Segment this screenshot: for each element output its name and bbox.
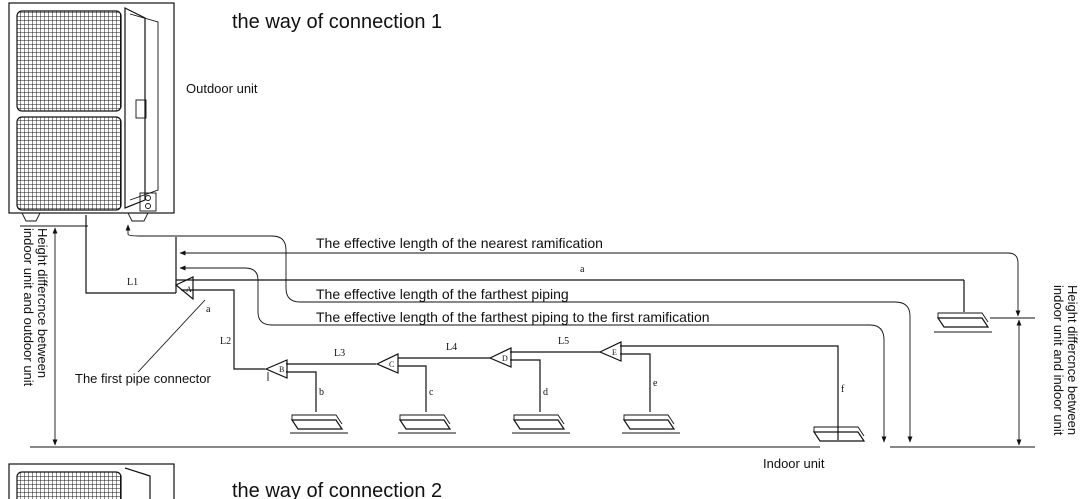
indoor-unit-f bbox=[812, 426, 866, 442]
nearest-ramification-arrow bbox=[179, 250, 1021, 317]
indoor-unit-label: Indoor unit bbox=[763, 456, 825, 471]
pipe-label-l2: L2 bbox=[220, 336, 231, 347]
indoor-unit-d bbox=[512, 414, 570, 434]
svg-text:C: C bbox=[389, 360, 394, 369]
outdoor-unit-2 bbox=[8, 463, 175, 499]
height-outdoor-indoor-label-1: indoor unit and outdoor unit bbox=[21, 228, 36, 387]
pipe-label-b: b bbox=[319, 387, 324, 398]
first-pipe-connector-label: The first pipe connector bbox=[75, 371, 212, 386]
height-indoor-indoor-label-2: Height differcnce between bbox=[1065, 285, 1080, 435]
first-connector-leader bbox=[137, 299, 206, 373]
svg-text:D: D bbox=[502, 354, 508, 363]
indoor-unit-e bbox=[622, 414, 680, 434]
connector-e: E bbox=[598, 341, 622, 362]
connector-d: D bbox=[488, 347, 512, 368]
pipe-label-l5: L5 bbox=[558, 336, 569, 347]
pipe-label-d: d bbox=[543, 387, 548, 398]
svg-text:E: E bbox=[612, 348, 617, 357]
height-indoor-indoor-label-1: indoor unit and indoor unit bbox=[1051, 285, 1066, 436]
connector-c: C bbox=[375, 353, 399, 374]
connector-b: B bbox=[264, 359, 288, 379]
pipe-label-e: e bbox=[653, 378, 658, 389]
farthest-piping-arrow bbox=[125, 224, 913, 443]
height-dimension-left bbox=[20, 225, 820, 448]
outdoor-unit-label: Outdoor unit bbox=[186, 81, 258, 96]
indoor-unit-a bbox=[934, 312, 992, 333]
pipe-label-c: c bbox=[429, 387, 434, 398]
svg-text:A: A bbox=[186, 285, 192, 294]
pipe-label-l1: L1 bbox=[127, 277, 138, 288]
pipe-label-l3: L3 bbox=[334, 348, 345, 359]
farthest-to-first-label: The effective length of the farthest pip… bbox=[316, 309, 710, 325]
nearest-ramification-label: The effective length of the nearest rami… bbox=[316, 235, 603, 251]
farthest-to-first-arrow bbox=[179, 265, 887, 443]
svg-text:B: B bbox=[279, 365, 284, 374]
height-dimension-right bbox=[890, 317, 1035, 448]
pipe-label-f: f bbox=[841, 384, 845, 395]
indoor-unit-b bbox=[290, 414, 348, 434]
pipe-label-l4: L4 bbox=[446, 342, 457, 353]
pipe-label-a-top: a bbox=[580, 264, 585, 275]
farthest-piping-label: The effective length of the farthest pip… bbox=[316, 286, 569, 302]
height-outdoor-indoor-label-2: Height differcnce between bbox=[35, 228, 50, 378]
title-connection-1: the way of connection 1 bbox=[232, 11, 442, 33]
title-connection-2: the way of connection 2 bbox=[232, 480, 442, 499]
outdoor-unit-1 bbox=[8, 2, 175, 222]
indoor-unit-c bbox=[398, 414, 456, 434]
pipe-label-a-mid: a bbox=[206, 304, 211, 315]
